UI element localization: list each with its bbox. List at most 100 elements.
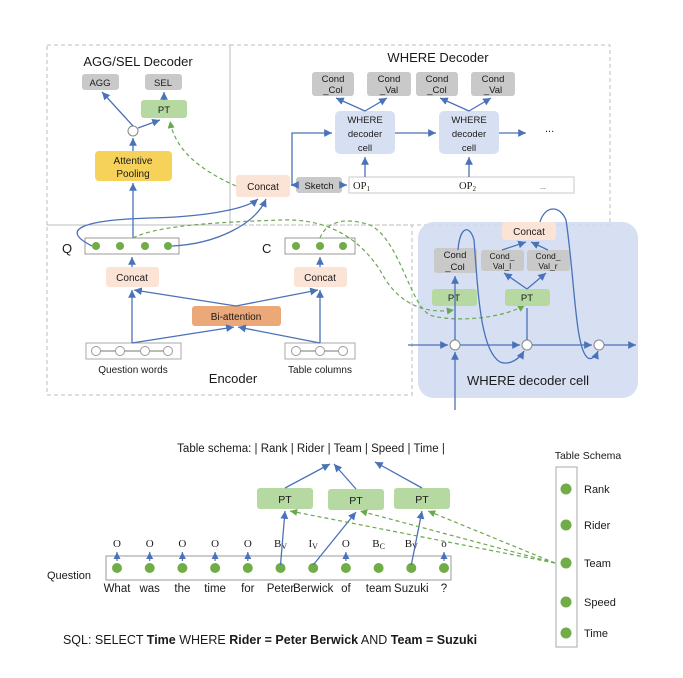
where-cell-1-line2: decoder (348, 129, 382, 140)
schema-column-label: Speed (584, 597, 616, 609)
agg-label: AGG (89, 78, 110, 89)
cond-val-1-line1: Cond (378, 74, 401, 85)
q-label: Q (62, 241, 72, 256)
token-word: Berwick (293, 583, 334, 595)
op-ellipsis: ... (540, 184, 546, 191)
example-pt-boxes: PT PT PT (257, 488, 450, 510)
agg-sel-title: AGG/SEL Decoder (83, 54, 193, 69)
agg-box (82, 74, 119, 90)
cond-val-r-line1: Cond_ (535, 251, 560, 261)
example-pt-box-2 (328, 489, 384, 510)
token-dot (112, 563, 122, 573)
where-cell-2-line3: cell (462, 143, 476, 154)
concat-box-center (236, 175, 290, 197)
token-dot (406, 563, 417, 573)
schema-column-dot (560, 596, 572, 608)
token-dot (275, 563, 286, 573)
where-cell-1: Cond _Col Cond _Val WHERE decoder cell (312, 72, 411, 154)
encoder-panel (46, 224, 413, 396)
sel-box (145, 74, 182, 90)
where-cell-1-line1: WHERE (347, 115, 382, 126)
cond-val-2-line1: Cond (482, 74, 505, 85)
schema-box-title: Table Schema (555, 450, 622, 462)
q-dot (141, 242, 149, 250)
pt-label-agg-sel: PT (158, 105, 170, 116)
cond-val-l-box (481, 250, 524, 271)
c-dot (316, 242, 324, 250)
bi-attention-label: Bi-attention (211, 312, 262, 323)
example-pt-label-3: PT (415, 494, 429, 506)
token-word: for (241, 583, 255, 595)
cond-val-2-line2: _Val (483, 85, 502, 96)
op-1-label: OP1 (353, 181, 370, 193)
cond-val-r-line2: Val_r (538, 261, 557, 271)
attentive-pooling-label: Attentive (114, 156, 153, 167)
token-tag: o (441, 538, 447, 550)
span-to-pt-arrow (410, 510, 425, 566)
token-tag: O (342, 538, 350, 550)
cond-col-1-line2: _Col (322, 85, 343, 96)
c-dot (292, 242, 300, 250)
schema-column-dot (560, 557, 572, 569)
sel-label: SEL (154, 78, 172, 89)
where-cell-1-line3: cell (358, 143, 372, 154)
token-word: was (138, 583, 160, 595)
q-dot (92, 242, 100, 250)
token-word: ? (441, 583, 447, 595)
encoder-title: Encoder (209, 371, 258, 386)
c-dot (339, 242, 347, 250)
token-tag: O (113, 538, 121, 550)
token-tag: O (244, 538, 252, 550)
concat-box-right (294, 267, 347, 287)
token-dot (177, 563, 188, 573)
token-word: the (174, 583, 190, 595)
token-tag: IV (308, 538, 318, 551)
concat-box-where-cell (502, 222, 556, 240)
token-dot (340, 563, 351, 573)
sketch-box (296, 177, 342, 193)
where-panel (229, 44, 611, 226)
op-2-label: OP2 (459, 181, 476, 193)
pt-box-agg-sel (141, 100, 187, 118)
sql-where-keyword: WHERE (175, 633, 230, 647)
sql-condition-2: Team = Suzuki (390, 633, 478, 647)
schema-column-dot (560, 627, 572, 639)
token-tag: BV (274, 538, 287, 551)
concat-label-where-cell: Concat (513, 227, 545, 238)
cond-col-1-line1: Cond (322, 74, 345, 85)
q-dot (164, 242, 172, 250)
concat-box-left (106, 267, 159, 287)
token-tag: BC (372, 538, 385, 551)
sql-condition-1: Rider = Peter Berwick (229, 633, 359, 647)
token-word: Suzuki (394, 583, 429, 595)
token-word: What (104, 583, 132, 595)
token-word: of (341, 583, 351, 595)
cond-col-2-line1: Cond (426, 74, 449, 85)
where-cell-title: WHERE decoder cell (467, 373, 589, 388)
example-pt-box-3 (394, 488, 450, 509)
token-dot (439, 563, 449, 573)
cond-val-r-box (527, 250, 570, 271)
token-dot (210, 563, 221, 573)
where-ellipsis: ... (545, 123, 554, 135)
schema-column-label: Rider (584, 520, 611, 532)
token-tag: O (178, 538, 186, 550)
token-word: team (366, 583, 392, 595)
question-words-label: Question words (98, 365, 167, 376)
attentive-pooling-box (95, 151, 172, 181)
token-tag: O (211, 538, 219, 550)
token-dot (308, 563, 319, 573)
span-to-pt-arrow (279, 510, 289, 566)
span-to-pt-arrow (312, 511, 357, 566)
attentive-pooling-label-2: Pooling (116, 169, 149, 180)
table-schema-line: Table schema: | Rank | Rider | Team | Sp… (177, 443, 445, 455)
c-label: C (262, 241, 271, 256)
question-words-lstm (91, 346, 173, 356)
cond-val-l-line2: Val_l (493, 261, 511, 271)
merge-node-agg-sel (127, 125, 139, 137)
sketch-label: Sketch (304, 181, 333, 192)
where-cell-node-2 (521, 339, 533, 351)
where-cell-node-1 (449, 339, 461, 351)
